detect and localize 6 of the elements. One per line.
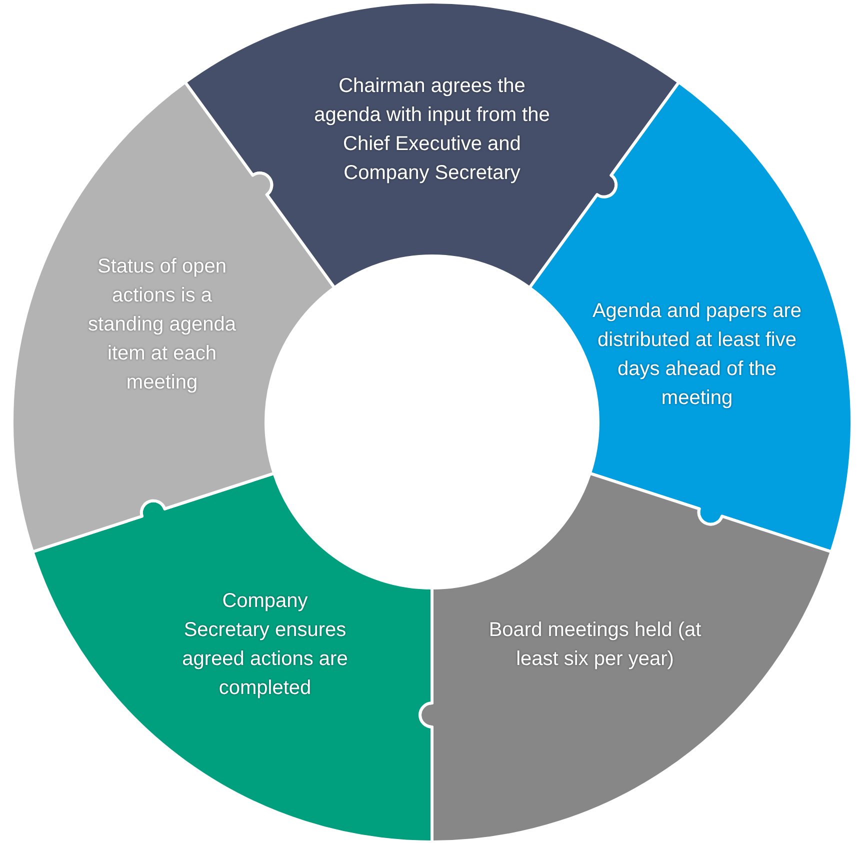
cycle-segment (418, 472, 833, 843)
segment-text: Chairman agrees the agenda with input from the Chief Executive and Company Secretary (313, 74, 551, 186)
segment-text: Status of open actions is a standing agenda item at each meeting (87, 254, 237, 396)
segment-text: Company Secretary ensures agreed actions are completed (181, 589, 349, 701)
segment-text: Board meetings held (at least six per year) (488, 618, 702, 672)
segment-text: Agenda and papers are distributed at least five days ahead of the meeting (592, 299, 802, 411)
